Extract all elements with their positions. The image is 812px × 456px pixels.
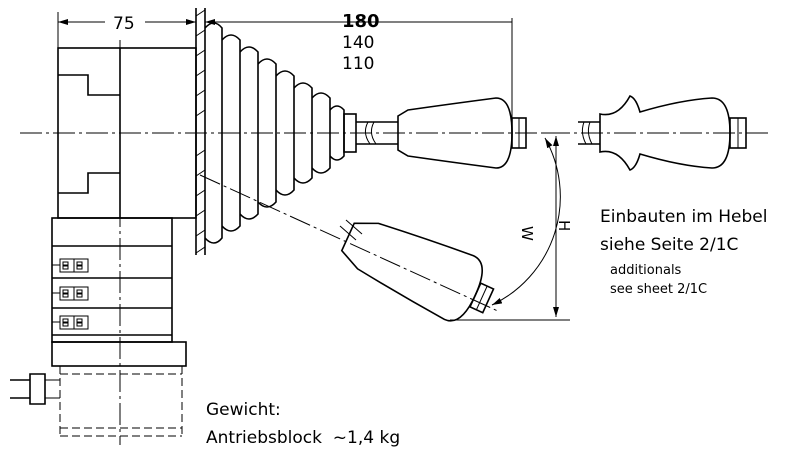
- switch-contact-1: [52, 258, 89, 273]
- switch-block: [51, 217, 173, 343]
- dimension-75-label: 75: [113, 14, 135, 34]
- handle-alternative: [578, 95, 747, 171]
- dimension-h-label: H: [555, 220, 573, 231]
- switch-contact-2: [52, 286, 89, 301]
- dimension-length: 180 140 110: [205, 11, 513, 125]
- installation-note: Einbauten im Hebel siehe Seite 2/1C addi…: [600, 207, 767, 297]
- note-de-line-2: siehe Seite 2/1C: [600, 235, 738, 255]
- note-de-line-1: Einbauten im Hebel: [600, 207, 767, 227]
- base-flange: [51, 341, 187, 437]
- dimension-height-h: H: [450, 132, 573, 321]
- dimension-angle-w: W: [491, 137, 561, 306]
- note-en-line-1: additionals: [610, 263, 682, 278]
- weight-note: Gewicht: Antriebsblock ~1,4 kg: [206, 400, 400, 448]
- rubber-bellows: [204, 22, 357, 244]
- handle-deflected: [339, 219, 495, 322]
- mounting-plate: [195, 8, 206, 255]
- cable-connector: [10, 373, 60, 405]
- dimension-w-label: W: [518, 226, 536, 241]
- weight-value: Antriebsblock ~1,4 kg: [206, 428, 400, 448]
- dimension-110-label: 110: [342, 54, 374, 74]
- note-en-line-2: see sheet 2/1C: [610, 282, 707, 297]
- weight-label: Gewicht:: [206, 400, 281, 420]
- dimension-75: 75: [57, 12, 196, 48]
- lever-shaft: [356, 121, 398, 145]
- switch-contact-3: [52, 315, 89, 330]
- dimension-140-label: 140: [342, 33, 374, 53]
- dimension-180-label: 180: [342, 11, 380, 32]
